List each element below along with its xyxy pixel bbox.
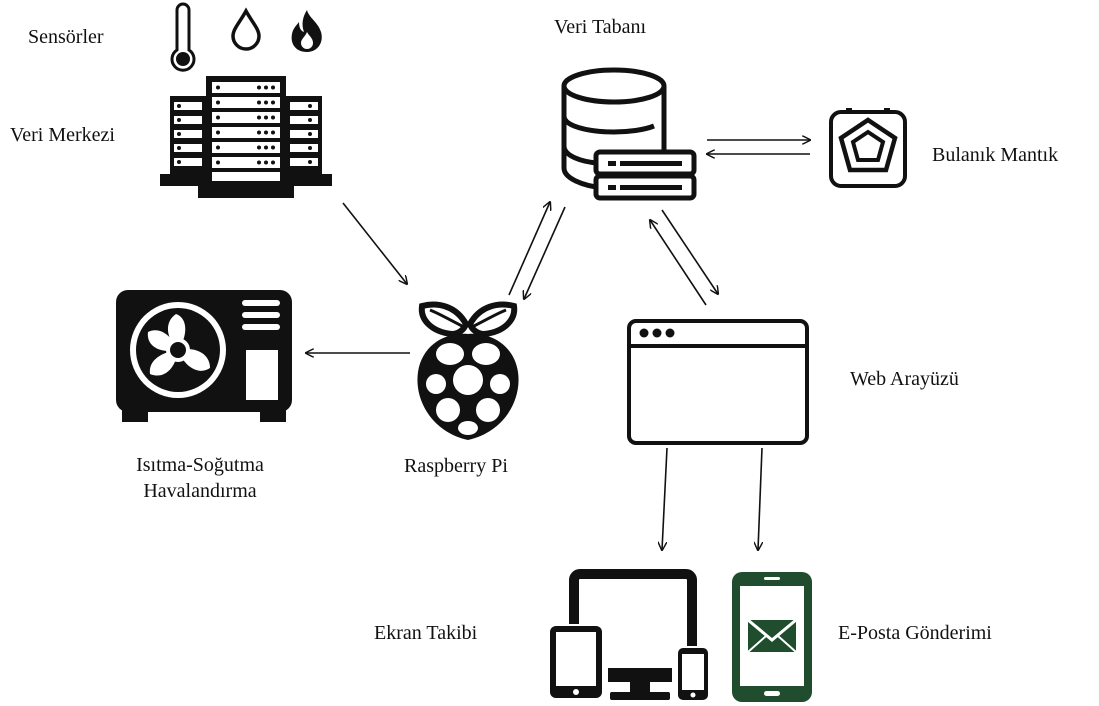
arrow-web-to-database bbox=[650, 220, 707, 306]
arrow-pi-to-database bbox=[508, 202, 550, 296]
data-center-label: Veri Merkezi bbox=[10, 124, 115, 146]
arrow-web-to-screen bbox=[662, 447, 668, 550]
database-label: Veri Tabanı bbox=[554, 16, 647, 38]
browser-window-icon bbox=[627, 319, 809, 445]
hvac-label-line2: Havalandırma bbox=[143, 480, 257, 502]
air-conditioner-icon bbox=[116, 290, 292, 422]
arrow-database-to-pi bbox=[524, 206, 566, 299]
raspberry-pi-label: Raspberry Pi bbox=[404, 455, 508, 477]
fuzzy-logic-label: Bulanık Mantık bbox=[932, 144, 1059, 166]
web-interface-label: Web Arayüzü bbox=[850, 368, 959, 390]
fuzzy-logic-icon bbox=[829, 108, 907, 188]
fire-icon bbox=[291, 10, 322, 52]
raspberry-pi-icon bbox=[417, 301, 519, 440]
envelope-icon bbox=[747, 618, 797, 653]
server-rack-icon bbox=[160, 76, 332, 198]
email-sending-label: E-Posta Gönderimi bbox=[838, 622, 992, 644]
sensors-label: Sensörler bbox=[28, 26, 104, 48]
thermometer-icon bbox=[170, 2, 196, 72]
screen-tracking-label: Ekran Takibi bbox=[374, 622, 478, 644]
database-icon bbox=[561, 67, 697, 201]
arrow-web-to-email bbox=[758, 447, 762, 550]
mobile-email-icon bbox=[732, 572, 812, 702]
multi-device-icon bbox=[550, 569, 708, 700]
arrow-database-to-web bbox=[661, 209, 718, 294]
hvac-label-line1: Isıtma-Soğutma bbox=[136, 454, 264, 476]
arrow-datacenter-to-pi bbox=[342, 202, 407, 284]
water-drop-icon bbox=[231, 7, 261, 51]
